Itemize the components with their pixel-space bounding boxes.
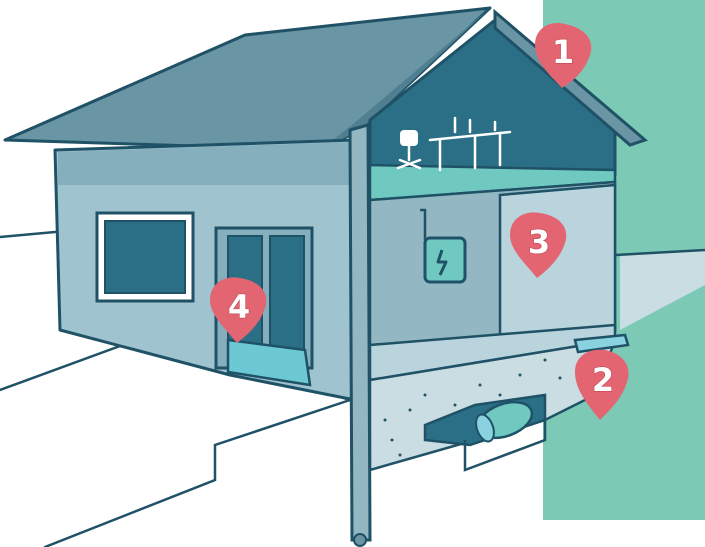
marker-4-label: 4 (228, 288, 250, 326)
window (97, 213, 193, 301)
marker-2-label: 2 (592, 361, 614, 399)
ground-floor-back-wall (500, 185, 615, 340)
cut-edge-column (350, 125, 370, 540)
marker-3-label: 3 (528, 223, 550, 261)
marker-1-label: 1 (552, 33, 574, 71)
column-foot (354, 534, 366, 546)
